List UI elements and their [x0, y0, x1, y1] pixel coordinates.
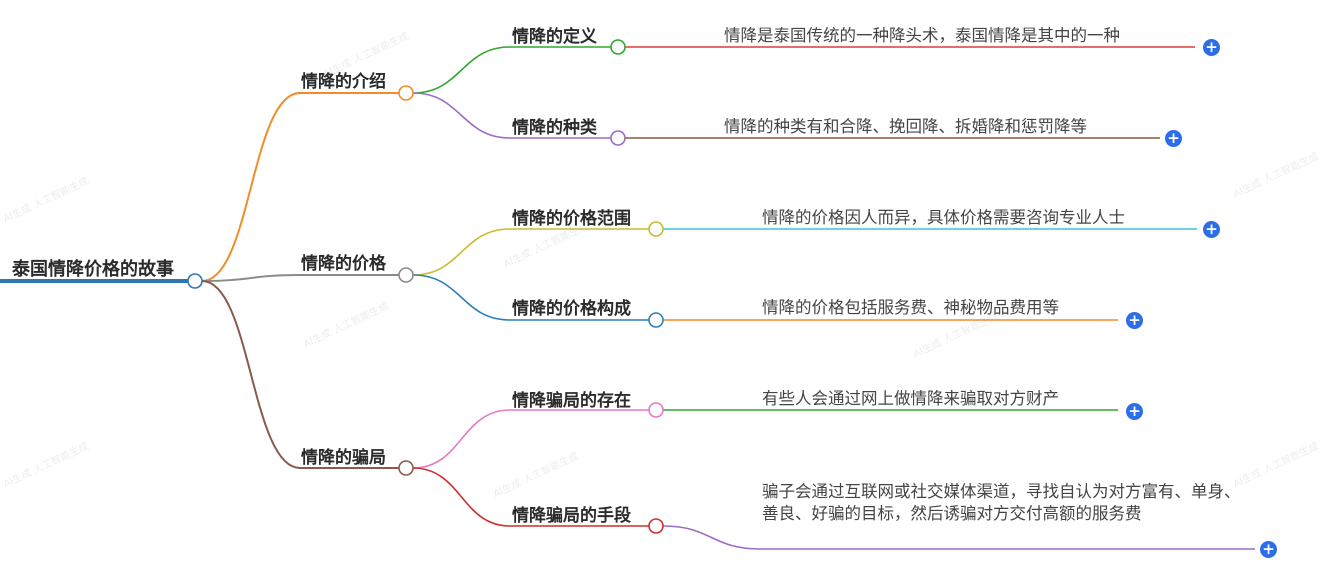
child-connector — [412, 92, 511, 139]
root-node-label[interactable]: 泰国情降价格的故事 — [12, 259, 174, 280]
node-price-composition-label[interactable]: 情降的价格构成 — [512, 299, 631, 319]
branch-connector — [201, 92, 301, 282]
child-connector — [412, 46, 511, 94]
child-node-handle[interactable] — [648, 221, 664, 237]
child-node-handle[interactable] — [610, 39, 626, 55]
child-connector — [412, 274, 511, 321]
node-scam-methods-label[interactable]: 情降骗局的手段 — [512, 506, 631, 526]
leaf-scam-methods-text[interactable]: 骗子会通过互联网或社交媒体渠道，寻找自认为对方富有、单身、善良、好骗的目标，然后… — [762, 482, 1241, 523]
expand-price-composition-plus-icon[interactable]: + — [1126, 312, 1143, 329]
expand-types-plus-icon[interactable]: + — [1165, 130, 1182, 147]
leaf-scam-existence-text[interactable]: 有些人会通过网上做情降来骗取对方财产 — [762, 389, 1059, 408]
child-connector — [412, 228, 511, 276]
expand-scam-methods-plus-icon[interactable]: + — [1260, 541, 1277, 558]
branch-node-handle[interactable] — [398, 267, 414, 283]
expand-price-range-plus-icon[interactable]: + — [1203, 221, 1220, 238]
branch-scam-label[interactable]: 情降的骗局 — [301, 448, 386, 468]
branch-node-handle[interactable] — [398, 85, 414, 101]
node-definition-label[interactable]: 情降的定义 — [512, 27, 597, 47]
branch-node-handle[interactable] — [398, 460, 414, 476]
expand-definition-plus-icon[interactable]: + — [1203, 39, 1220, 56]
branch-price-label[interactable]: 情降的价格 — [301, 254, 386, 274]
child-connector — [412, 467, 511, 527]
branch-connector — [201, 274, 301, 282]
node-scam-existence-label[interactable]: 情降骗局的存在 — [512, 391, 631, 411]
node-types-label[interactable]: 情降的种类 — [512, 118, 597, 138]
child-node-handle[interactable] — [648, 518, 664, 534]
node-price-range-label[interactable]: 情降的价格范围 — [512, 209, 631, 229]
child-node-handle[interactable] — [648, 402, 664, 418]
leaf-connector — [662, 525, 1255, 550]
child-node-handle[interactable] — [648, 312, 664, 328]
child-connector — [412, 409, 511, 469]
branch-intro-label[interactable]: 情降的介绍 — [301, 72, 386, 92]
leaf-price-composition-text[interactable]: 情降的价格包括服务费、神秘物品费用等 — [762, 298, 1059, 317]
leaf-price-range-text[interactable]: 情降的价格因人而异，具体价格需要咨询专业人士 — [762, 208, 1125, 227]
leaf-definition-text[interactable]: 情降是泰国传统的一种降头术，泰国情降是其中的一种 — [724, 26, 1120, 45]
branch-connector — [201, 280, 301, 469]
expand-scam-existence-plus-icon[interactable]: + — [1126, 403, 1143, 420]
leaf-types-text[interactable]: 情降的种类有和合降、挽回降、拆婚降和惩罚降等 — [724, 117, 1087, 136]
child-node-handle[interactable] — [610, 130, 626, 146]
root-node-handle[interactable] — [187, 273, 203, 289]
